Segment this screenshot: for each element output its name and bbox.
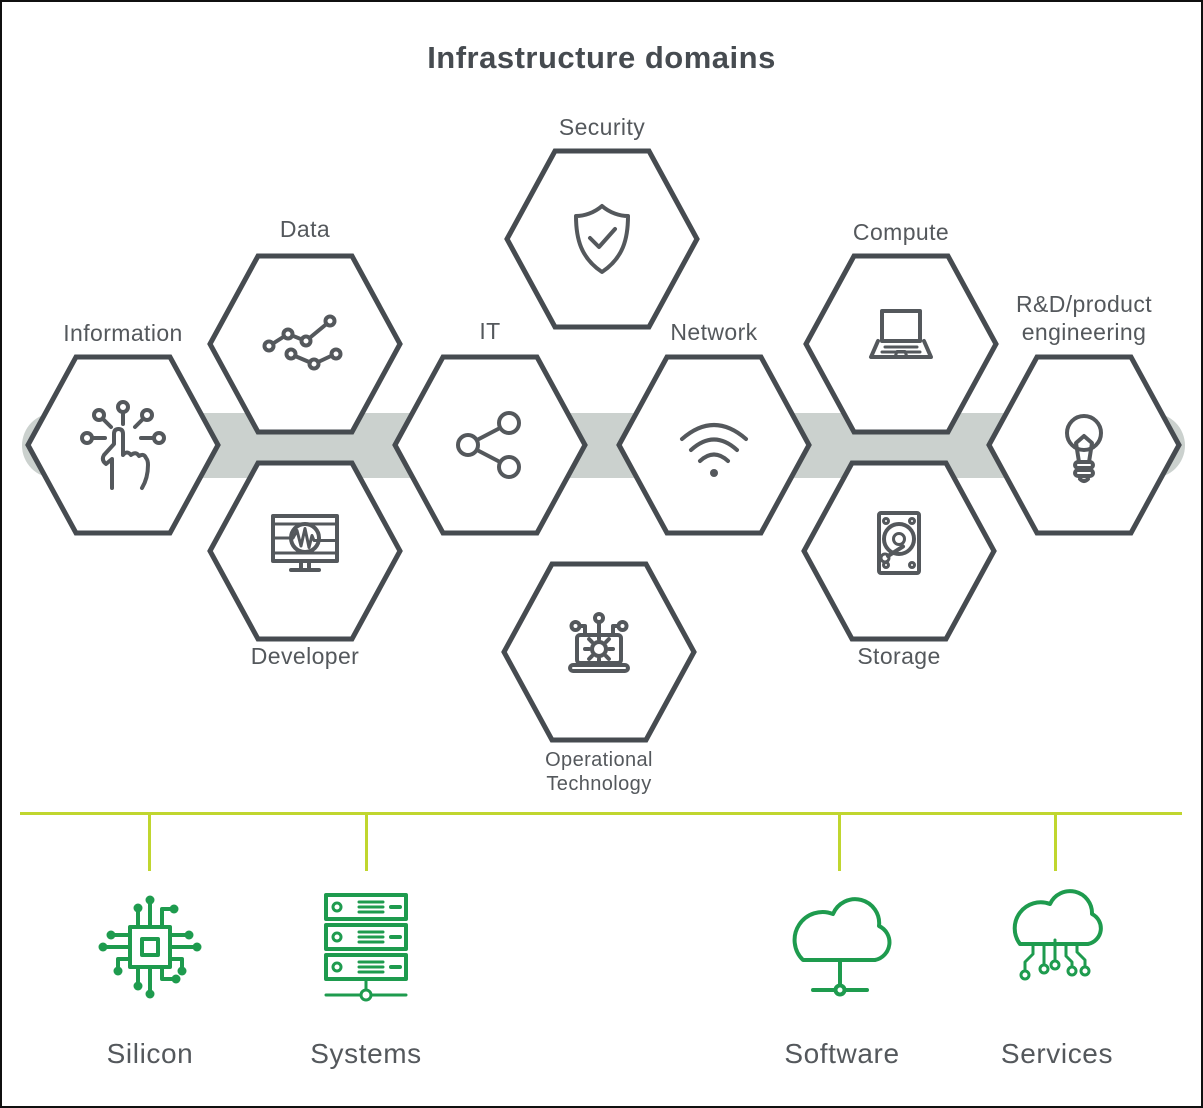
label-information: Information [63, 320, 183, 346]
leaf-systems [301, 881, 431, 1011]
drop-line-software [838, 814, 841, 871]
hexagon-network [614, 350, 814, 540]
label-developer: Developer [250, 643, 360, 669]
shield-check-icon [574, 204, 630, 274]
line-chart-icon [262, 314, 343, 371]
hexagon-rd-product-engineering [984, 350, 1184, 540]
chip-icon [98, 895, 202, 999]
label-data: Data [279, 216, 331, 242]
server-rack-icon [324, 893, 408, 1002]
hexagon-it [390, 350, 590, 540]
label-silicon: Silicon [106, 1038, 194, 1069]
label-operational-technology: Operational Technology [545, 749, 653, 795]
laptop-gear-icon [568, 612, 630, 673]
label-rd-product-engineering: R&D/product engineering [1015, 291, 1153, 345]
label-security: Security [558, 114, 646, 140]
monitor-pulse-icon [271, 514, 339, 572]
label-systems: Systems [310, 1038, 422, 1069]
hexagon-compute [801, 249, 1001, 439]
label-compute: Compute [852, 219, 950, 245]
leaf-services [990, 882, 1120, 1012]
leaf-software [775, 882, 905, 1012]
page-title: Infrastructure domains [427, 40, 776, 75]
label-storage: Storage [857, 643, 941, 669]
hexagon-developer [205, 456, 405, 646]
leaf-silicon [85, 882, 215, 1012]
hexagon-data [205, 249, 405, 439]
laptop-icon [869, 309, 933, 359]
label-software: Software [784, 1038, 900, 1069]
cloud-circuit-icon [1012, 889, 1103, 981]
label-it: IT [479, 318, 501, 344]
share-nodes-icon [456, 411, 521, 479]
foundation-line [20, 812, 1182, 815]
drop-line-silicon [148, 814, 151, 871]
hexagon-operational-technology [499, 557, 699, 747]
hard-drive-icon [877, 511, 921, 575]
lightbulb-icon [1065, 414, 1103, 483]
wifi-icon [680, 423, 748, 477]
label-network: Network [670, 319, 758, 345]
hexagon-storage [799, 456, 999, 646]
cloud-network-icon [792, 897, 892, 997]
touch-icon [80, 400, 166, 490]
drop-line-systems [365, 814, 368, 871]
label-services: Services [1000, 1038, 1114, 1069]
hexagon-security [502, 144, 702, 334]
hexagon-information [23, 350, 223, 540]
drop-line-services [1054, 814, 1057, 871]
